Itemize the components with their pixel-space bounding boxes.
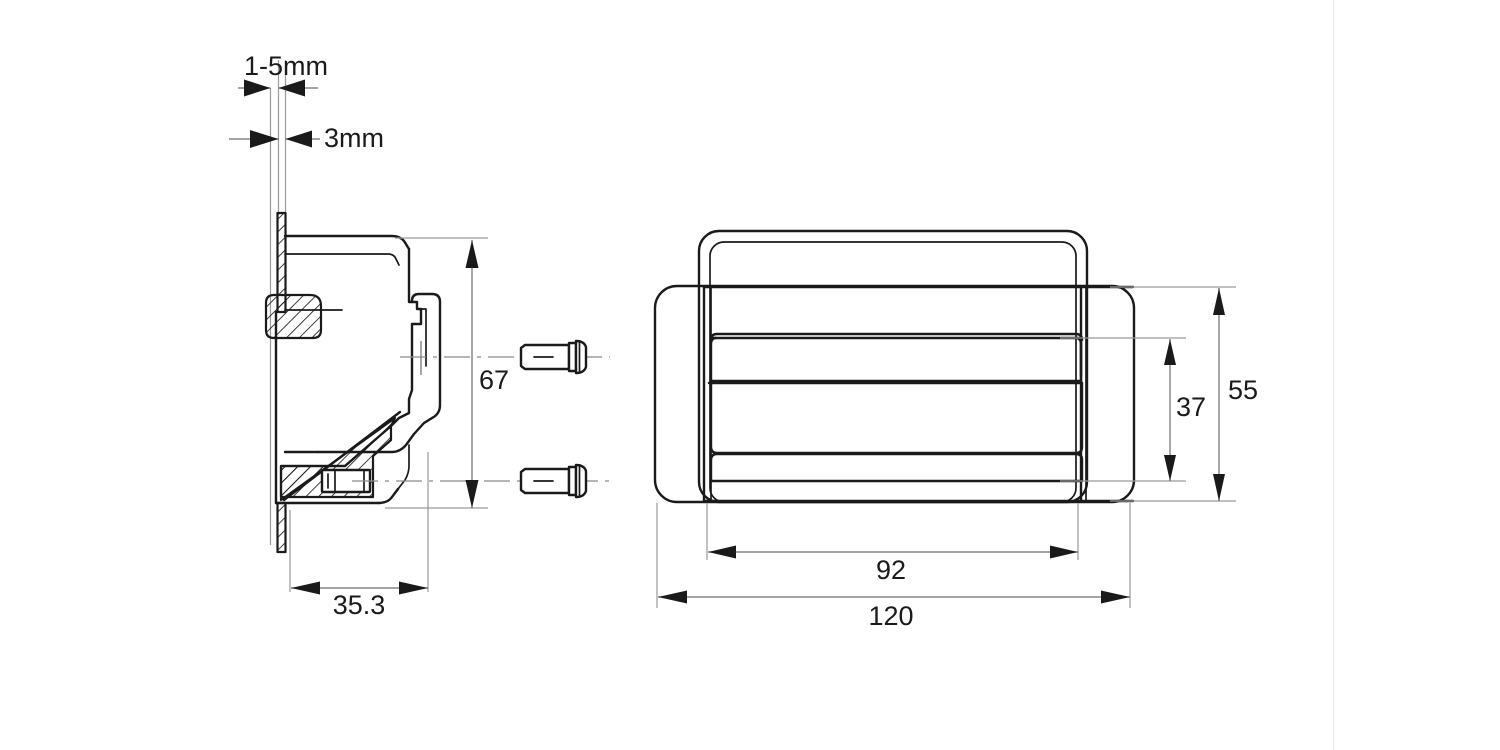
arrowhead-55-bottom — [1213, 474, 1225, 501]
top-dimension-group: 1-5mm 3mm — [229, 51, 384, 545]
shell-bottom-skirt — [283, 444, 410, 505]
gasket-body — [264, 293, 323, 340]
front-vent-bottom-curve — [709, 452, 1084, 483]
arrowhead-353-left — [291, 581, 320, 595]
arrowhead-gap-left — [244, 79, 271, 97]
arrowhead-67-top — [465, 240, 479, 268]
dimension-section-depth: 35.3 — [289, 452, 429, 620]
front-elevation-view: 37 55 92 120 — [653, 229, 1258, 631]
arrowhead-92-right — [1050, 545, 1078, 559]
skirt-bottom-curve — [376, 487, 400, 505]
arrowhead-120-right — [1101, 590, 1130, 604]
front-vent-upper-top-curve — [709, 332, 1084, 342]
shell-top-inner-edge — [284, 253, 400, 266]
dimension-label-front-outer-height: 55 — [1228, 375, 1258, 405]
arrowhead-120-left — [658, 590, 687, 604]
screw-boss — [320, 468, 372, 494]
arrowhead-37-bottom — [1164, 455, 1176, 481]
dimension-label-front-outer-width: 120 — [868, 601, 913, 631]
arrowhead-55-top — [1213, 288, 1225, 315]
screw-upper-head — [574, 339, 588, 375]
dimension-label-section-depth: 35.3 — [333, 590, 386, 620]
screw-boss-horizontal-lines — [321, 469, 371, 493]
dimension-label-front-inner-height: 37 — [1176, 392, 1206, 422]
rib-diagonal-upper-edge — [282, 410, 402, 502]
dimension-section-height: 67 — [385, 237, 509, 509]
fastener-group — [519, 339, 588, 499]
dimension-front-outer-width: 120 — [656, 503, 1131, 631]
arrowhead-thickness-right — [285, 130, 312, 148]
arrowhead-353-right — [399, 581, 428, 595]
screw-lower — [519, 463, 588, 499]
shell-top-edge — [283, 234, 411, 251]
dimension-panel-gap: 1-5mm — [238, 51, 328, 97]
dimension-panel-thickness: 3mm — [229, 123, 384, 153]
mounting-flange — [316, 247, 442, 454]
gasket-seal — [264, 293, 323, 340]
dimension-label-panel-gap: 1-5mm — [244, 51, 328, 81]
arrowhead-92-left — [708, 545, 736, 559]
arrowhead-67-bottom — [465, 480, 479, 508]
screw-lower-head — [574, 463, 588, 499]
dimension-label-section-height: 67 — [479, 365, 509, 395]
skirt-bottom-profile — [397, 444, 410, 490]
dimension-label-panel-thickness: 3mm — [324, 123, 384, 153]
dimension-label-front-inner-width: 92 — [876, 555, 906, 585]
flange-inner-profile — [389, 247, 423, 428]
dimension-front-inner-width: 92 — [706, 503, 1079, 585]
dimension-front-outer-height: 55 — [1110, 286, 1258, 502]
arrowhead-thickness-left — [250, 130, 279, 148]
side-section-view: 67 35.3 — [264, 211, 610, 620]
dimension-front-inner-height: 37 — [1060, 337, 1206, 482]
flange-outer-profile — [316, 292, 442, 454]
screw-upper — [519, 339, 588, 375]
arrowhead-37-top — [1164, 339, 1176, 365]
arrowhead-gap-right — [278, 79, 305, 97]
panel-wall-lower — [276, 501, 287, 554]
